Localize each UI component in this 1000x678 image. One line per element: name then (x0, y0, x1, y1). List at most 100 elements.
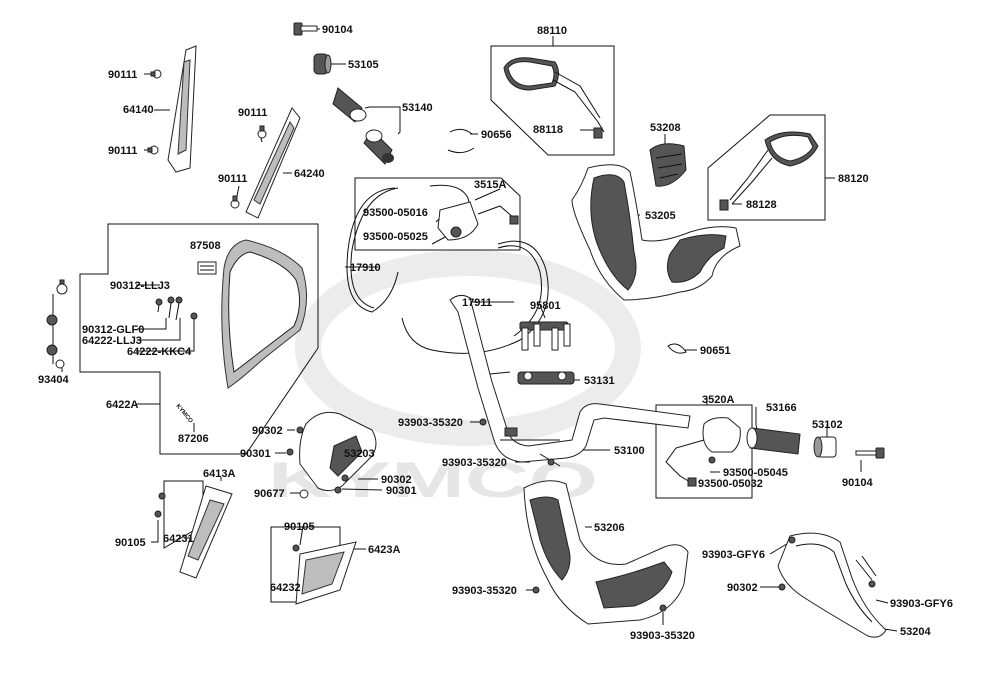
screws-53203 (286, 418, 555, 499)
label-90312-GLF0: 90312-GLF0 (82, 324, 144, 336)
switch-3520A (665, 417, 741, 487)
label-64231: 64231 (163, 533, 194, 545)
label-93903-35320-c: 93903-35320 (452, 585, 517, 597)
label-6413A: 6413A (203, 468, 235, 480)
trim-64140 (167, 45, 197, 173)
label-90301-b: 90301 (386, 485, 417, 497)
label-90105-a: 90105 (115, 537, 146, 549)
boot-53208 (649, 143, 687, 187)
label-88128: 88128 (746, 199, 777, 211)
bolt-90104-right (855, 447, 885, 459)
label-90302-b: 90302 (381, 474, 412, 486)
label-93903-35320-a: 93903-35320 (398, 417, 463, 429)
label-53204: 53204 (900, 626, 931, 638)
label-90111-c: 90111 (108, 145, 137, 157)
parts: KYMCO (46, 22, 887, 638)
trim-64240 (245, 107, 301, 219)
label-88120: 88120 (838, 173, 869, 185)
label-88118: 88118 (533, 124, 563, 136)
grip-53140 (332, 87, 394, 165)
bar-end-53102 (813, 436, 837, 458)
label-53203: 53203 (344, 448, 375, 460)
label-90312-LLJ3: 90312-LLJ3 (110, 280, 170, 292)
label-53131: 53131 (584, 375, 615, 387)
windshield-screws (155, 296, 198, 326)
screw-90111-b (147, 145, 159, 155)
panel-6413A (154, 485, 233, 579)
mirror-88110 (503, 57, 605, 139)
clip-90656 (447, 128, 475, 154)
label-88110: 88110 (537, 25, 567, 37)
label-93500-05016: 93500-05016 (363, 207, 428, 219)
label-90656: 90656 (481, 129, 512, 141)
label-95801: 95801 (530, 300, 561, 312)
bolts-93404 (46, 279, 68, 369)
panel-6423A (292, 541, 357, 605)
clamp-53131 (517, 371, 575, 385)
label-3520A: 3520A (702, 394, 734, 406)
mirror-88120 (719, 131, 819, 211)
cable-17910 (346, 187, 399, 313)
label-53140: 53140 (402, 102, 433, 114)
label-90111-a: 90111 (108, 69, 137, 81)
label-93903-GFY6-a: 93903-GFY6 (702, 549, 765, 561)
label-93404: 93404 (38, 374, 69, 386)
label-87508: 87508 (190, 240, 221, 252)
label-6423A: 6423A (368, 544, 400, 556)
label-64140: 64140 (123, 104, 154, 116)
switch-right-frame (655, 404, 753, 499)
screw-90111-d (230, 195, 240, 209)
label-87206: 87206 (178, 433, 209, 445)
label-90651: 90651 (700, 345, 731, 357)
label-17910: 17910 (350, 262, 381, 274)
label-90105-b: 90105 (284, 521, 315, 533)
grip-53166 (746, 427, 801, 455)
label-53166: 53166 (766, 402, 797, 414)
label-93903-35320-d: 93903-35320 (630, 630, 695, 642)
bar-end-weight-53105 (313, 53, 332, 75)
label-64222-KKC4: 64222-KKC4 (127, 346, 192, 358)
mirror-right-frame (707, 114, 826, 221)
label-64222-LLJ3: 64222-LLJ3 (82, 335, 142, 347)
label-90111-b: 90111 (238, 107, 267, 119)
label-90677: 90677 (254, 488, 285, 500)
label-53100: 53100 (614, 445, 645, 457)
label-90104-right: 90104 (842, 477, 873, 489)
clip-90651 (667, 343, 687, 354)
label-93500-05045: 93500-05045 (723, 467, 788, 479)
cover-53203 (299, 411, 377, 492)
screw-90111-c (257, 125, 267, 139)
label-64232: 64232 (270, 582, 301, 594)
label-93903-GFY6-b: 93903-GFY6 (890, 598, 953, 610)
label-17911: 17911 (462, 297, 492, 309)
label-93903-35320-b: 93903-35320 (442, 457, 507, 469)
label-53205: 53205 (645, 210, 676, 222)
label-53102: 53102 (812, 419, 843, 431)
holder-95801 (519, 321, 571, 351)
windshield-frame (79, 223, 319, 455)
part-labels: 90104 53105 53140 90111 64140 90111 9011… (38, 24, 953, 642)
label-93500-05025: 93500-05025 (363, 231, 428, 243)
sticker-87508 (197, 261, 217, 275)
cover-53206 (523, 480, 689, 625)
windshield-decal-text: KYMCO (174, 403, 193, 424)
cover-53205 (571, 164, 741, 301)
cover-53204 (777, 532, 887, 638)
label-53208: 53208 (650, 122, 681, 134)
screw-90111-a (150, 69, 162, 79)
mirror-left-frame (490, 45, 615, 156)
label-64240: 64240 (294, 168, 325, 180)
label-6422A: 6422A (106, 399, 138, 411)
bolt-90104-top (293, 22, 318, 36)
label-90302-a: 90302 (252, 425, 283, 437)
label-90111-d: 90111 (218, 173, 247, 185)
label-90301-a: 90301 (240, 448, 271, 460)
label-90104-top: 90104 (322, 24, 353, 36)
label-53105: 53105 (348, 59, 379, 71)
switch-3515A (429, 184, 519, 241)
label-93500-05032: 93500-05032 (698, 478, 763, 490)
cable-17911 (401, 240, 549, 354)
label-3515A: 3515A (474, 179, 506, 191)
